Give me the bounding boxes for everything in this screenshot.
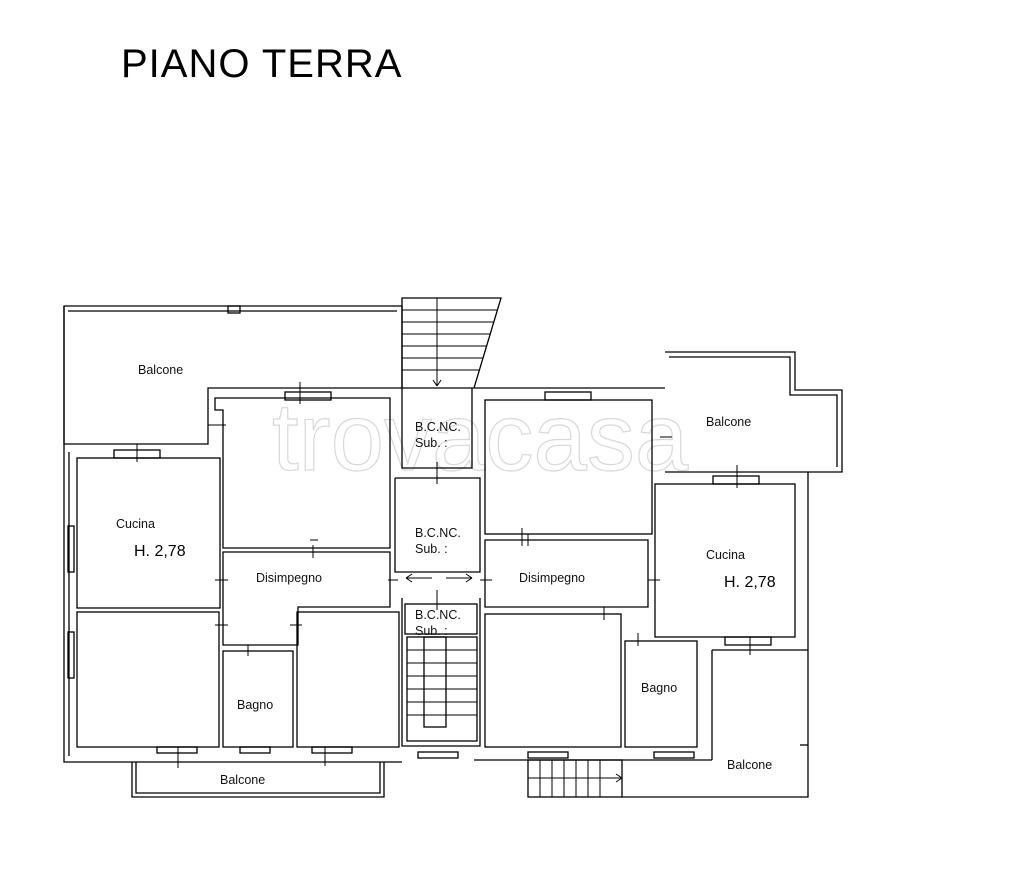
label-bagno-right: Bagno <box>641 681 677 695</box>
label-bcnc-1-line2: Sub. : <box>415 436 448 450</box>
label-bcnc-3-line1: B.C.NC. <box>415 608 461 622</box>
label-disimpegno-right: Disimpegno <box>519 571 585 585</box>
plan-title: PIANO TERRA <box>121 42 403 86</box>
label-disimpegno-left: Disimpegno <box>256 571 322 585</box>
label-height-right: H. 2,78 <box>724 574 776 591</box>
door-markers <box>136 382 751 768</box>
label-balcone-bottom-left: Balcone <box>220 773 265 787</box>
label-height-left: H. 2,78 <box>134 543 186 560</box>
common-core <box>394 297 502 759</box>
label-bcnc-2-line2: Sub. : <box>415 542 448 556</box>
label-bcnc-3-line2: Sub. : <box>415 624 448 638</box>
label-balcone-bottom-right: Balcone <box>727 758 772 772</box>
label-bcnc-2-line1: B.C.NC. <box>415 526 461 540</box>
right-apartment <box>484 391 796 798</box>
label-cucina-right: Cucina <box>706 548 745 562</box>
watermark: trovacasa <box>272 384 689 491</box>
label-cucina-left: Cucina <box>116 517 155 531</box>
label-balcone-top-right: Balcone <box>706 415 751 429</box>
label-bcnc-1-line1: B.C.NC. <box>415 420 461 434</box>
left-apartment <box>63 305 400 798</box>
label-balcone-top-left: Balcone <box>138 363 183 377</box>
label-bagno-left: Bagno <box>237 698 273 712</box>
room-labels: Balcone Balcone Balcone Balcone Cucina H… <box>116 363 776 787</box>
